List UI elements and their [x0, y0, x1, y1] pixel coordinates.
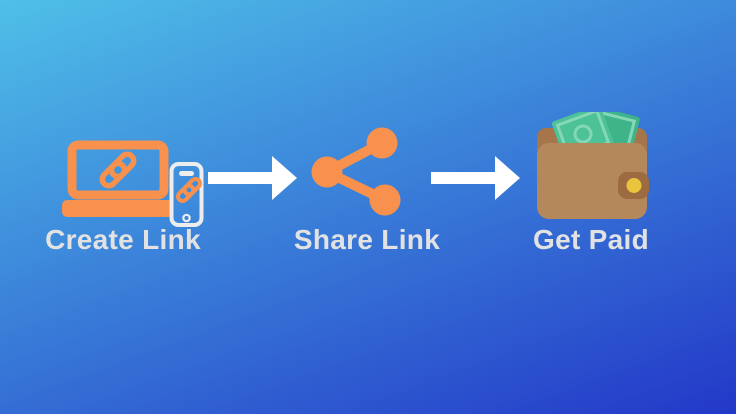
arrow-right-icon [208, 156, 297, 200]
chain-link-icon [176, 177, 202, 203]
wallet-icon [537, 105, 649, 219]
wallet-button [626, 178, 642, 193]
step-create-link [60, 131, 210, 231]
step-get-paid [534, 105, 650, 222]
laptop-base [62, 200, 173, 217]
phone-speaker [179, 171, 194, 176]
share-icon [311, 127, 401, 216]
chain-link-icon [99, 151, 137, 189]
step-label-create-link: Create Link [45, 224, 201, 255]
phone-icon [169, 162, 204, 227]
laptop-phone-link-icon [62, 140, 204, 227]
arrow-right-icon [431, 156, 520, 200]
connector-2 [429, 156, 521, 200]
step-share-link [309, 125, 403, 219]
phone-home-button [182, 213, 191, 223]
step-label-share-link: Share Link [293, 224, 441, 255]
laptop-screen [67, 140, 169, 200]
wallet-front-panel [537, 143, 647, 219]
connector-1 [206, 156, 298, 200]
step-label-get-paid: Get Paid [533, 224, 649, 255]
